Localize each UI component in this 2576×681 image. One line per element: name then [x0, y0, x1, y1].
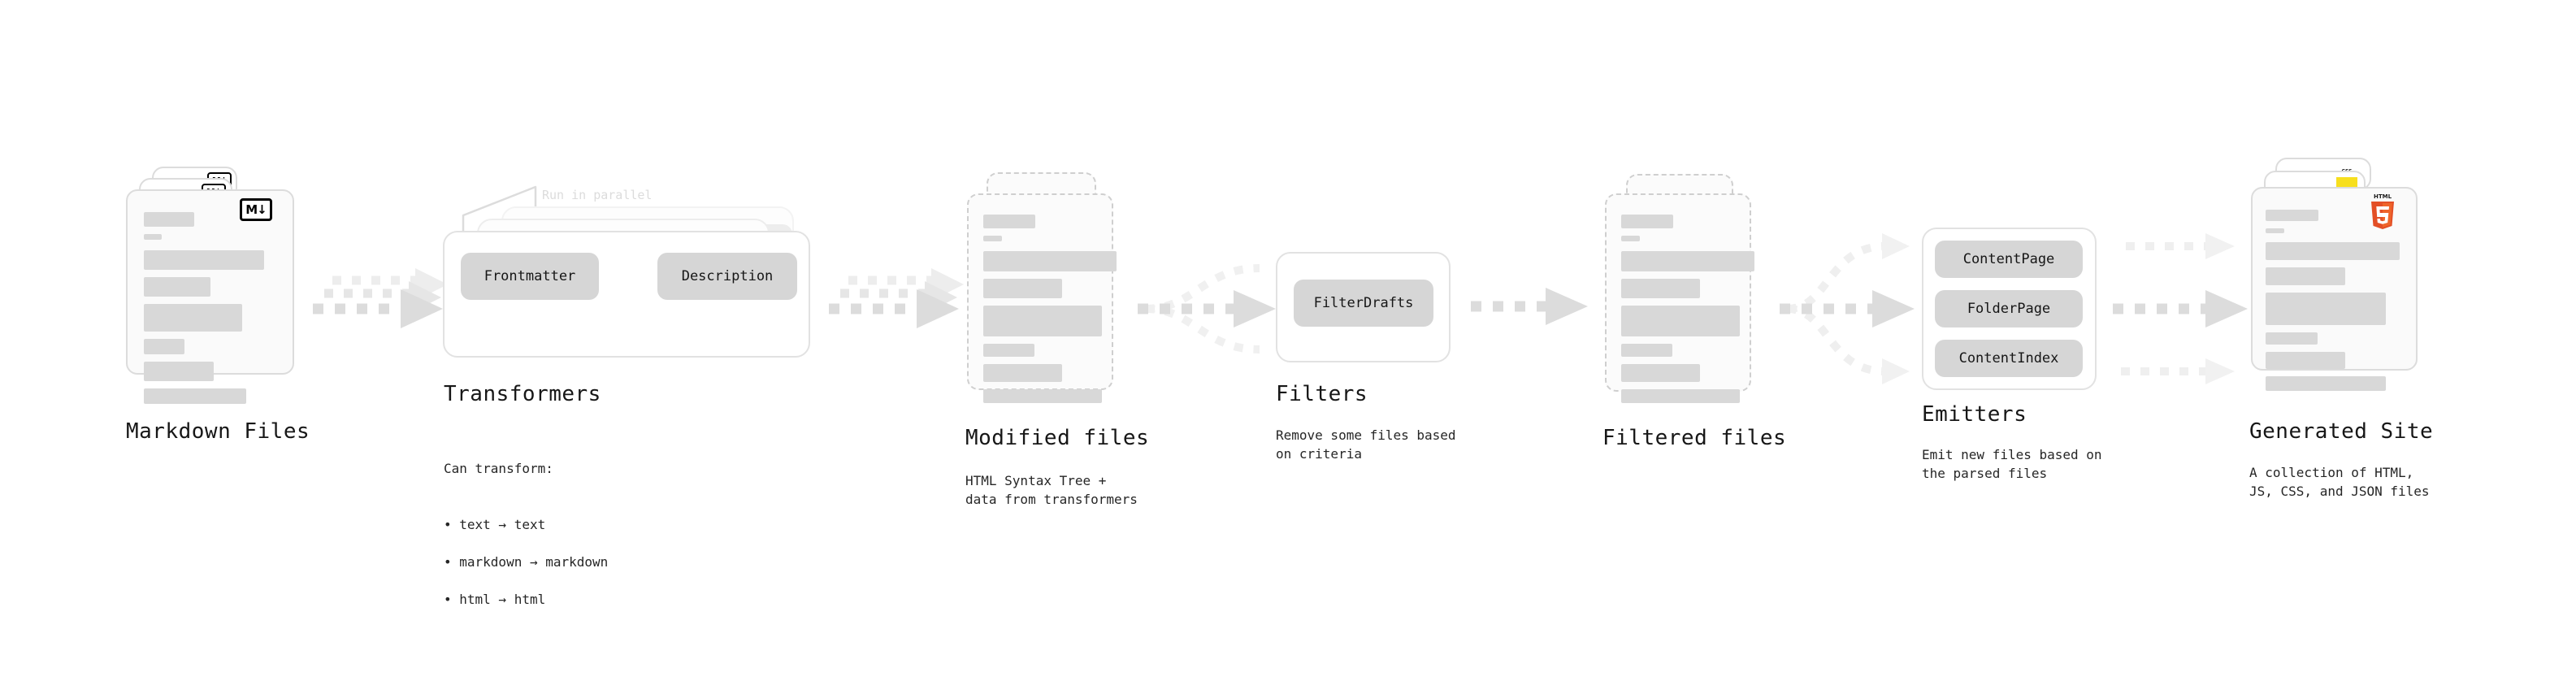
- content-bar: [144, 339, 184, 354]
- content-bar: [144, 388, 246, 404]
- transformers-subtitle: Can transform: • text → text • markdown …: [444, 440, 608, 646]
- content-bar: [144, 277, 210, 297]
- arrow-modified-to-filters: [1138, 264, 1276, 354]
- modified-files-title: Modified files: [965, 426, 1150, 450]
- filters-title: Filters: [1276, 382, 1368, 406]
- content-bar: [983, 279, 1062, 298]
- arrow-emitters-to-site: [2113, 233, 2248, 384]
- arrow-md-to-transformers: [313, 268, 448, 328]
- generated-site-subtitle: A collection of HTML, JS, CSS, and JSON …: [2249, 465, 2430, 499]
- content-bar: [144, 234, 162, 240]
- generated-site-title: Generated Site: [2249, 419, 2434, 444]
- modified-files-subtitle: HTML Syntax Tree + data from transformer…: [965, 473, 1138, 507]
- arrow-filters-to-filtered: [1471, 288, 1588, 325]
- transformers-subtitle-text: Can transform:: [444, 461, 553, 476]
- content-bar: [1621, 306, 1740, 336]
- emitter-pill-contentpage[interactable]: ContentPage: [1935, 241, 2083, 278]
- transformers-title: Transformers: [444, 382, 601, 406]
- content-bar: [2266, 242, 2400, 260]
- emitters-subtitle: Emit new files based on the parsed files: [1922, 447, 2102, 481]
- content-bar: [983, 344, 1034, 357]
- modified-file-content: [983, 215, 1117, 410]
- content-bar: [1621, 215, 1673, 228]
- filter-pill-filterdrafts[interactable]: FilterDrafts: [1294, 280, 1433, 327]
- content-bar: [144, 304, 242, 332]
- content-bar: [2266, 228, 2284, 233]
- content-bar: [1621, 279, 1700, 298]
- content-bar: [1621, 236, 1640, 241]
- filtered-file-front: [1605, 193, 1754, 403]
- content-bar: [1621, 344, 1672, 357]
- emitter-pill-contentindex[interactable]: ContentIndex: [1935, 340, 2083, 377]
- content-bar: [983, 364, 1062, 382]
- content-bar: [2266, 352, 2345, 369]
- content-bar: [144, 362, 214, 381]
- html5-badge-icon: HTML: [2371, 193, 2394, 229]
- transformers-bullet: • html → html: [444, 592, 546, 607]
- content-bar: [983, 215, 1035, 228]
- content-bar: [983, 306, 1102, 336]
- run-in-parallel-label: Run in parallel: [542, 188, 653, 202]
- content-bar: [983, 251, 1117, 271]
- modified-file-front: [967, 193, 1117, 403]
- content-bar: [2266, 376, 2386, 391]
- filtered-file-content: [1621, 215, 1754, 410]
- content-bar: [2266, 210, 2318, 221]
- content-bar: [2266, 293, 2386, 325]
- markdown-file-content: [144, 212, 276, 411]
- transformers-bullet: • markdown → markdown: [444, 554, 609, 570]
- markdown-badge-front: M↓: [240, 198, 272, 221]
- transformer-pill-description[interactable]: Description: [657, 253, 797, 300]
- filtered-files-title: Filtered files: [1602, 426, 1787, 450]
- run-in-parallel-bracket: [462, 185, 537, 241]
- transformer-pill-frontmatter[interactable]: Frontmatter: [461, 253, 599, 300]
- content-bar: [1621, 389, 1740, 403]
- content-bar: [2266, 267, 2345, 285]
- transformers-bullet: • text → text: [444, 517, 546, 532]
- transformers-bullet-list: • text → text • markdown → markdown • ht…: [444, 497, 608, 627]
- content-bar: [983, 236, 1002, 241]
- arrow-filtered-to-emitters: [1780, 233, 1915, 384]
- html5-badge-wordmark: HTML: [2374, 193, 2392, 200]
- filters-subtitle: Remove some files based on criteria: [1276, 427, 1456, 462]
- content-bar: [144, 212, 194, 227]
- arrow-transformers-to-modified: [829, 268, 964, 328]
- content-bar: [1621, 364, 1700, 382]
- emitter-pill-folderpage[interactable]: FolderPage: [1935, 290, 2083, 327]
- generated-file-content: [2266, 210, 2400, 398]
- content-bar: [1621, 251, 1754, 271]
- markdown-files-title: Markdown Files: [126, 419, 310, 444]
- content-bar: [2266, 332, 2318, 345]
- content-bar: [983, 389, 1102, 403]
- emitters-title: Emitters: [1922, 402, 2027, 427]
- content-bar: [144, 250, 264, 270]
